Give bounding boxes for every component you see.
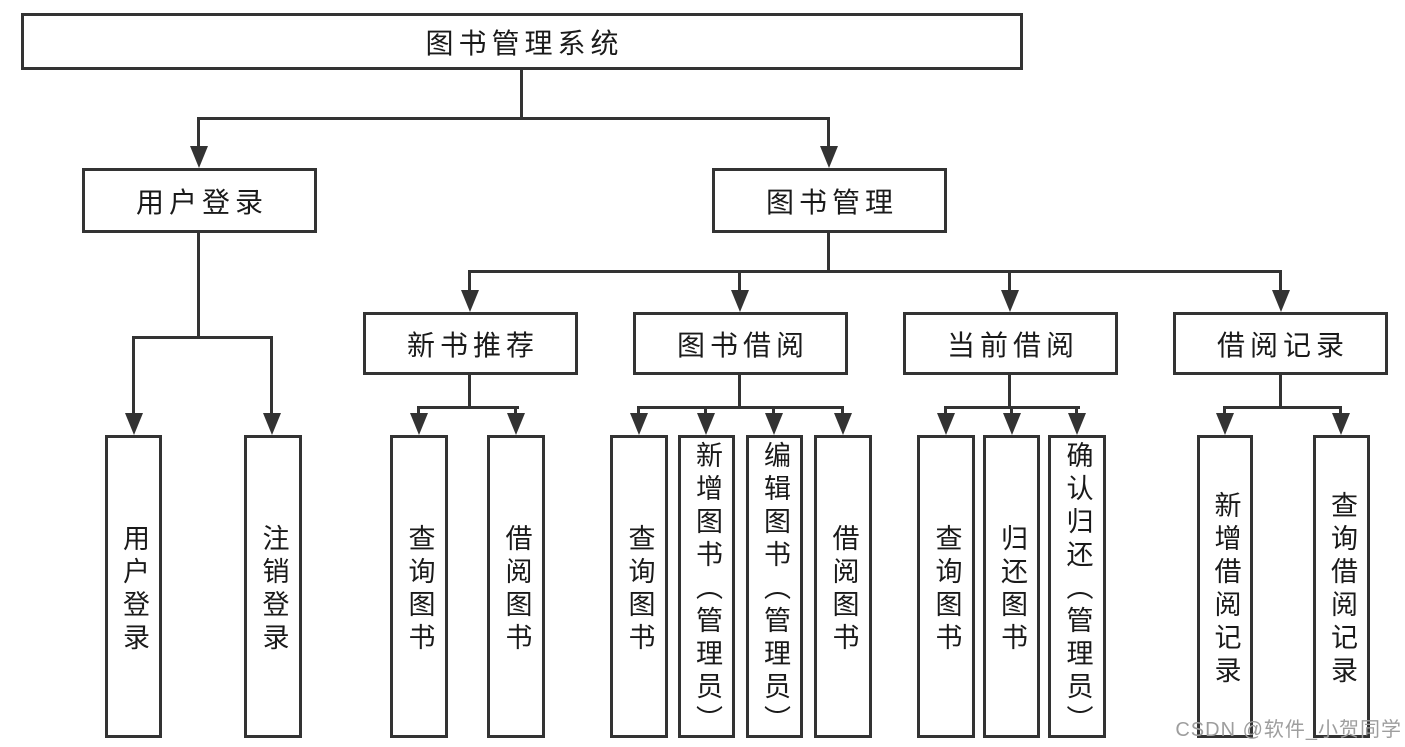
connector-arrow — [630, 413, 648, 435]
connector-arrow — [834, 413, 852, 435]
connector-line — [197, 233, 200, 339]
connector-line — [132, 336, 273, 339]
connector-line — [468, 375, 471, 409]
node-borrow-record: 借阅记录 — [1173, 312, 1388, 375]
leaf-add-book-admin: 新增图书（管理员） — [678, 435, 735, 738]
connector-line — [1008, 273, 1011, 293]
connector-arrow — [820, 146, 838, 168]
leaf-label: 归还图书 — [997, 523, 1027, 656]
leaf-label: 查询图书 — [624, 523, 655, 656]
csdn-watermark: CSDN @软件_小贺同学 — [1175, 719, 1402, 741]
leaf-query-book-borrow: 查询图书 — [610, 435, 668, 738]
connector-arrow — [461, 290, 479, 312]
connector-arrow — [263, 413, 281, 435]
leaf-query-book-recommend: 查询图书 — [390, 435, 448, 738]
node-label: 借阅记录 — [1216, 329, 1349, 361]
node-label: 图书借阅 — [676, 329, 809, 361]
connector-arrow — [1068, 413, 1086, 435]
connector-line — [738, 273, 741, 293]
leaf-label: 注销登录 — [258, 523, 289, 656]
leaf-label: 查询借阅记录 — [1327, 490, 1357, 689]
leaf-label: 确认归还（管理员） — [1062, 441, 1093, 738]
node-label: 图书管理 — [765, 186, 898, 218]
connector-line — [1008, 375, 1011, 409]
connector-line — [270, 339, 273, 417]
leaf-label: 查询图书 — [931, 523, 962, 656]
connector-line — [197, 117, 830, 120]
leaf-logout: 注销登录 — [244, 435, 302, 738]
leaf-label: 借阅图书 — [501, 523, 532, 656]
connector-line — [944, 406, 1080, 409]
connector-line — [468, 273, 471, 293]
connector-arrow — [937, 413, 955, 435]
connector-arrow — [697, 413, 715, 435]
connector-arrow — [731, 290, 749, 312]
node-book-borrow: 图书借阅 — [633, 312, 848, 375]
node-new-book-recommend: 新书推荐 — [363, 312, 578, 375]
connector-arrow — [1272, 290, 1290, 312]
connector-arrow — [190, 146, 208, 168]
connector-line — [827, 120, 830, 150]
connector-arrow — [1003, 413, 1021, 435]
leaf-label: 用户登录 — [119, 523, 149, 656]
leaf-label: 新增借阅记录 — [1210, 490, 1241, 689]
connector-line — [827, 233, 830, 273]
leaf-add-borrow-record: 新增借阅记录 — [1197, 435, 1253, 738]
connector-line — [738, 375, 741, 409]
node-label: 新书推荐 — [406, 329, 539, 361]
leaf-label: 新增图书（管理员） — [692, 441, 722, 738]
connector-line — [132, 339, 135, 417]
leaf-user-login: 用户登录 — [105, 435, 162, 738]
node-current-borrow: 当前借阅 — [903, 312, 1118, 375]
connector-line — [1279, 273, 1282, 293]
leaf-borrow-book-recommend: 借阅图书 — [487, 435, 545, 738]
connector-arrow — [410, 413, 428, 435]
connector-arrow — [1001, 290, 1019, 312]
connector-arrow — [1332, 413, 1350, 435]
node-book-management: 图书管理 — [712, 168, 947, 233]
connector-arrow — [765, 413, 783, 435]
node-user-login: 用户登录 — [82, 168, 317, 233]
connector-arrow — [507, 413, 525, 435]
connector-line — [1279, 375, 1282, 409]
leaf-edit-book-admin: 编辑图书（管理员） — [746, 435, 803, 738]
connector-line — [637, 406, 844, 409]
connector-arrow — [125, 413, 143, 435]
connector-line — [520, 70, 523, 120]
leaf-confirm-return-admin: 确认归还（管理员） — [1048, 435, 1106, 738]
node-label: 用户登录 — [135, 186, 268, 218]
connector-line — [468, 270, 1282, 273]
leaf-label: 查询图书 — [404, 523, 435, 656]
connector-arrow — [1216, 413, 1234, 435]
leaf-label: 借阅图书 — [828, 523, 859, 656]
node-label: 图书管理系统 — [425, 27, 624, 59]
leaf-query-borrow-record: 查询借阅记录 — [1313, 435, 1370, 738]
connector-line — [197, 120, 200, 150]
node-library-system: 图书管理系统 — [21, 13, 1023, 70]
leaf-label: 编辑图书（管理员） — [760, 441, 790, 738]
leaf-return-book: 归还图书 — [983, 435, 1040, 738]
leaf-query-book-current: 查询图书 — [917, 435, 975, 738]
connector-line — [1223, 406, 1342, 409]
leaf-borrow-book: 借阅图书 — [814, 435, 872, 738]
node-label: 当前借阅 — [946, 329, 1079, 361]
connector-line — [417, 406, 519, 409]
